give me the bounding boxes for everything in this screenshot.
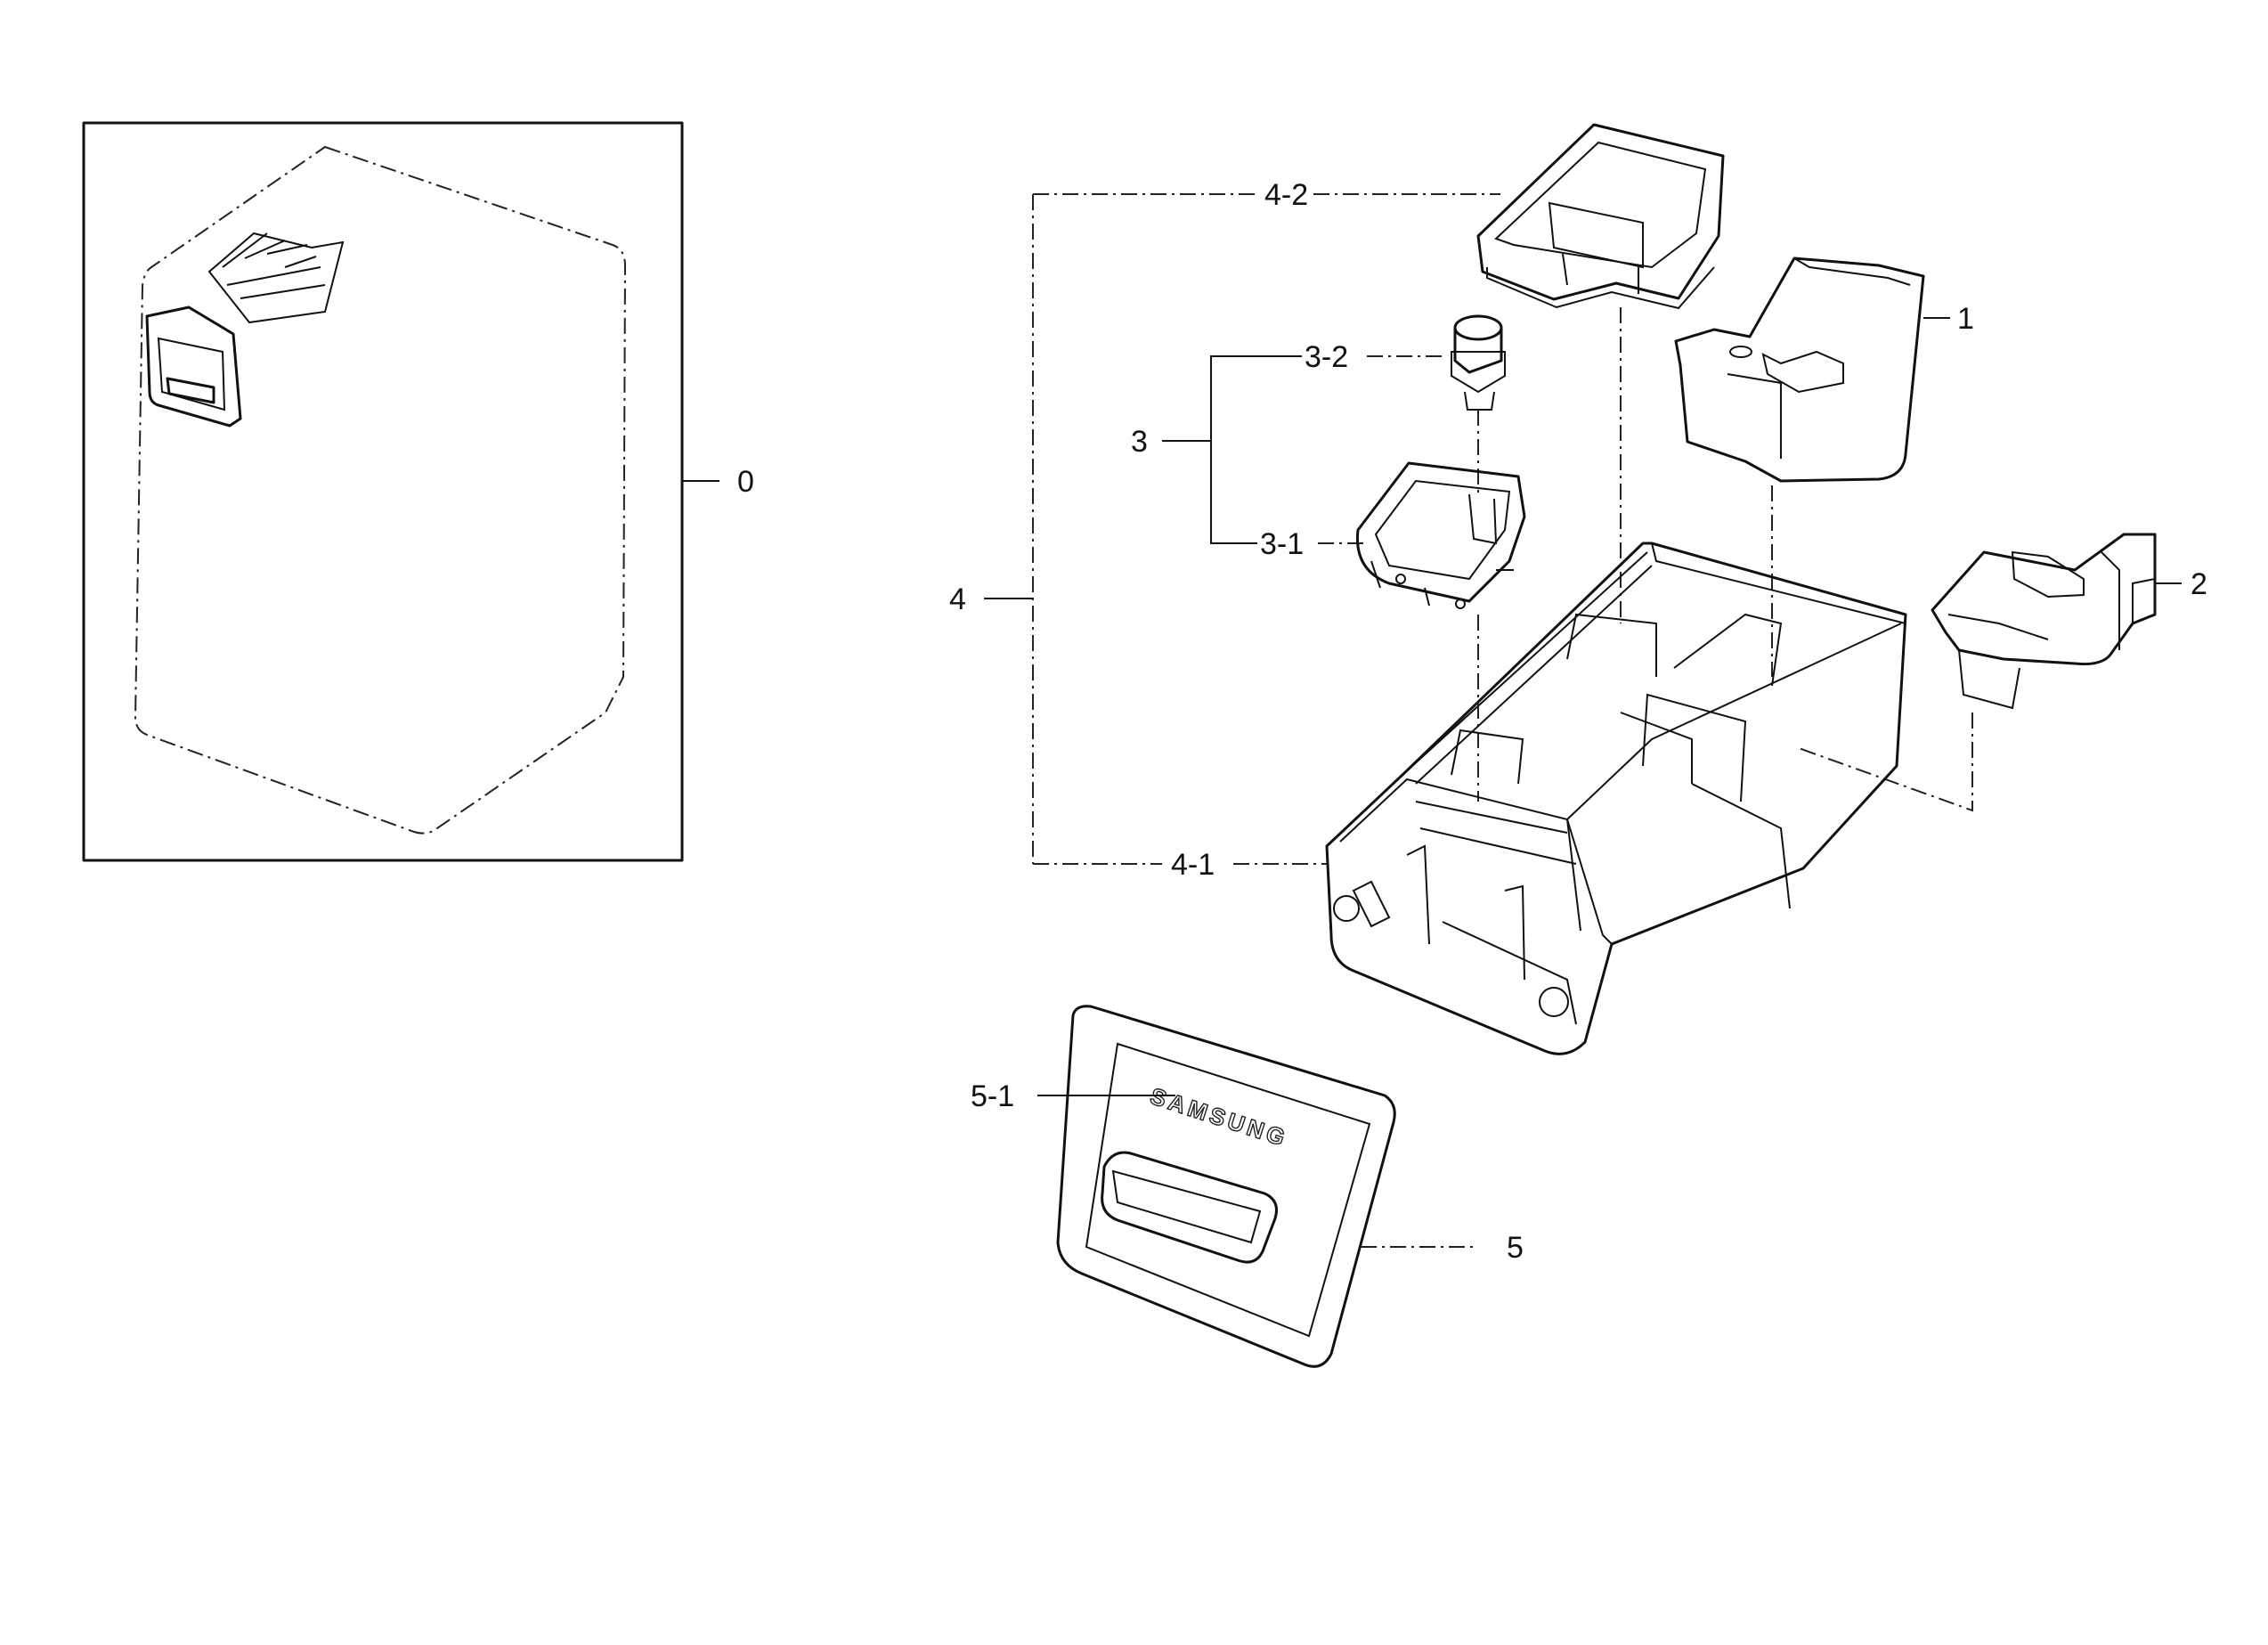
label-1: 1: [1957, 302, 1974, 336]
label-4-1: 4-1: [1171, 848, 1215, 882]
label-2: 2: [2191, 567, 2207, 601]
part-3-2-valve: [1451, 314, 1506, 411]
part-0-overview: [82, 121, 719, 862]
washer-front-outline: [134, 145, 627, 835]
label-0: 0: [737, 465, 754, 499]
label-3-2: 3-2: [1305, 340, 1348, 374]
bracket-3: [1162, 355, 1447, 544]
part-5-panel: SAMSUNG: [1056, 1005, 1396, 1368]
overview-frame: [82, 121, 684, 862]
label-4-2: 4-2: [1264, 178, 1308, 212]
part-4-2-tray: [1476, 123, 1725, 310]
label-4: 4: [949, 582, 966, 616]
label-3: 3: [1131, 425, 1148, 459]
part-2-cup: [1931, 533, 2157, 710]
bracket-4: [984, 193, 1500, 865]
mini-drawer-assembly: [145, 232, 345, 428]
part-4-1-housing: [1325, 542, 1907, 1055]
axis-2: [1798, 713, 1973, 812]
label-3-1: 3-1: [1260, 527, 1304, 561]
part-1-cup: [1674, 257, 1925, 483]
label-5: 5: [1507, 1231, 1524, 1265]
part-3-1-cup: [1355, 461, 1526, 609]
label-5-1: 5-1: [971, 1079, 1014, 1113]
